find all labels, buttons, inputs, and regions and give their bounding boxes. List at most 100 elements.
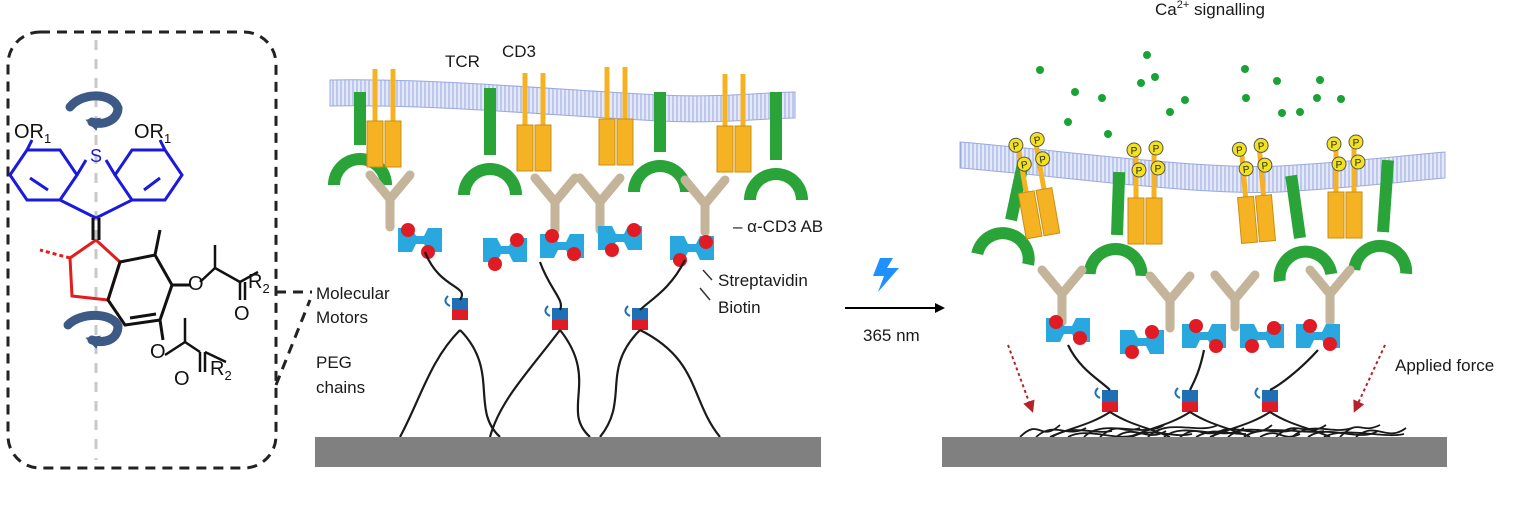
svg-text:P: P (1039, 154, 1048, 166)
calcium-ion-icon (1313, 94, 1321, 102)
force-arrow-right-icon (1353, 344, 1386, 413)
phospho-icon: P (1029, 131, 1045, 147)
callout-connector-lower (274, 299, 312, 386)
phospho-icon: P (1016, 156, 1032, 172)
streptavidin-label: Streptavidin (718, 271, 808, 290)
svg-text:P: P (1153, 144, 1160, 155)
calcium-ion-icon (1273, 77, 1281, 85)
streptavidin-biotin (1296, 319, 1340, 351)
cd3-complex (598, 67, 634, 166)
peg-chain (599, 329, 641, 438)
antibody-icon (1145, 271, 1195, 333)
calcium-ion-icon (1166, 108, 1174, 116)
cd3-complex (516, 73, 552, 172)
chains-label: chains (316, 378, 365, 397)
calcium-ions (1036, 51, 1345, 138)
molecular-motor-icon (1094, 387, 1118, 412)
calcium-ion-icon (1104, 130, 1112, 138)
phospho-icon: P (1131, 162, 1147, 178)
calcium-ion-icon (1181, 96, 1189, 104)
svg-text:P: P (1331, 140, 1338, 151)
tcr-label: TCR (445, 52, 480, 71)
rotor-thioxanthene (8, 139, 184, 220)
svg-text:P: P (1261, 161, 1269, 173)
peg-chain (639, 329, 721, 438)
peg-chain (459, 329, 501, 438)
svg-text:P: P (1236, 145, 1244, 157)
calcium-ion-icon (1296, 108, 1304, 116)
streptavidin-biotin (398, 223, 442, 259)
svg-text:P: P (1257, 141, 1265, 153)
streptavidin-biotin (1046, 315, 1090, 345)
phospho-icon: P (1350, 154, 1366, 170)
tcr-receptor (744, 92, 808, 200)
calcium-ion-icon (1316, 76, 1324, 84)
phospho-icon: P (1231, 141, 1247, 157)
antibody-icon (680, 175, 730, 237)
phospho-icon: P (1008, 137, 1024, 153)
svg-text:P: P (1012, 141, 1021, 153)
applied-force-label: Applied force (1395, 356, 1494, 375)
peg-chain (538, 261, 563, 311)
svg-text:P: P (1033, 135, 1042, 147)
svg-text:P: P (1336, 160, 1343, 171)
peg-label: PEG (316, 353, 352, 372)
cd3-complex (716, 74, 752, 173)
phospho-icon: P (1326, 136, 1342, 152)
panel-before (315, 67, 821, 467)
motors-label: Motors (316, 308, 368, 327)
peg-chain (399, 329, 461, 438)
svg-text:P: P (1242, 164, 1250, 176)
calcium-ion-icon (1151, 73, 1159, 81)
antibody-icon (575, 173, 625, 235)
molecular-motor-icon (544, 305, 568, 330)
calcium-ion-icon (1137, 79, 1145, 87)
rotation-arrow-bottom-icon (63, 310, 123, 349)
antibody-icon (1210, 270, 1260, 332)
antibody-icon (1305, 265, 1355, 327)
calcium-signalling-label: Ca2+ signalling (1155, 0, 1265, 19)
calcium-ion-icon (1241, 65, 1249, 73)
svg-text:P: P (1355, 158, 1362, 169)
or1-right-group: OR1 (134, 121, 171, 146)
tcr-receptor (1348, 159, 1413, 275)
calcium-ion-icon (1337, 95, 1345, 103)
streptavidin-biotin (670, 235, 714, 267)
calcium-ion-icon (1098, 94, 1106, 102)
membrane-left (329, 79, 796, 123)
streptavidin-biotin (1120, 325, 1164, 359)
calcium-ion-icon (1278, 109, 1286, 117)
streptavidin-biotin (1240, 321, 1284, 353)
molecule-panel: S OR1 OR1 (6, 30, 312, 470)
phospho-icon: P (1148, 140, 1164, 156)
calcium-ion-icon (1036, 66, 1044, 74)
svg-text:P: P (1155, 164, 1162, 175)
phospho-icon: P (1126, 142, 1142, 158)
phospho-icon: P (1253, 137, 1269, 153)
surface-left (315, 437, 821, 467)
carbonyl-oxygen-top: O (234, 303, 250, 325)
anti-cd3-label: – α-CD3 AB (733, 217, 823, 236)
ether-oxygen-bottom: O (150, 341, 166, 363)
cd3-complex (366, 69, 402, 168)
streptavidin-biotin (598, 223, 642, 257)
carbonyl-oxygen-bottom: O (174, 368, 190, 390)
peg-chain (423, 251, 463, 301)
r2-group-top: R2 (248, 271, 270, 296)
molecular-motor-icon (624, 305, 648, 330)
antibody-icon (530, 173, 580, 235)
wavelength-label: 365 nm (863, 326, 920, 345)
streptavidin-biotin (1182, 319, 1226, 353)
dashed-callout-box (6, 30, 278, 470)
calcium-ion-icon (1242, 94, 1250, 102)
svg-text:P: P (1131, 146, 1138, 157)
cd3-label: CD3 (502, 42, 536, 61)
tcr-receptor (458, 88, 522, 195)
molecular-motor-icon (444, 295, 468, 320)
